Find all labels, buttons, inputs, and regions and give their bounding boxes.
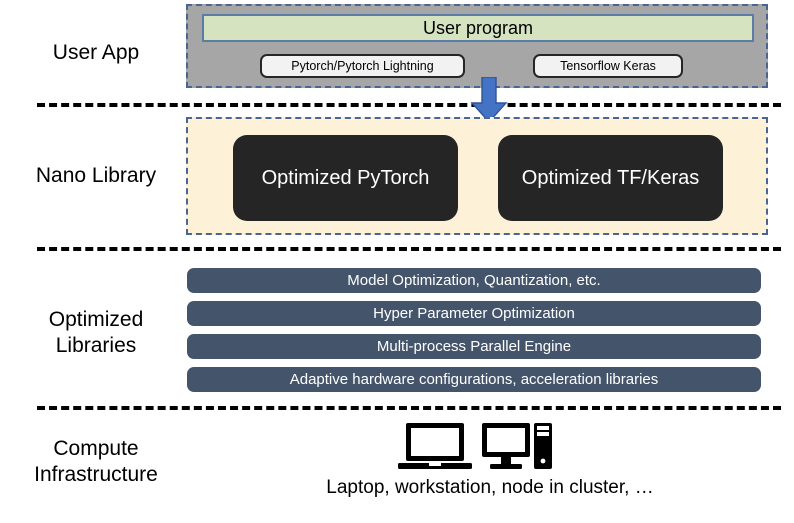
layer-separator-3 — [37, 406, 781, 410]
down-arrow-icon — [470, 77, 508, 123]
laptop-icon — [398, 423, 472, 469]
compute-hardware-icons — [398, 423, 552, 469]
optimized-libraries-stack: Model Optimization, Quantization, etc. H… — [187, 268, 761, 400]
framework-pill-pytorch: Pytorch/Pytorch Lightning — [260, 54, 465, 78]
user-program-box: User program — [202, 14, 754, 42]
nano-box-optimized-pytorch: Optimized PyTorch — [233, 135, 458, 221]
row-label-user-app: User App — [52, 41, 140, 64]
compute-infrastructure-caption: Laptop, workstation, node in cluster, … — [326, 477, 654, 498]
nano-box-optimized-tf-keras: Optimized TF/Keras — [498, 135, 723, 221]
optimized-bar: Hyper Parameter Optimization — [187, 301, 761, 326]
user-app-panel: User program Pytorch/Pytorch Lightning T… — [186, 4, 768, 88]
layer-separator-1 — [37, 103, 781, 107]
desktop-computer-icon — [482, 423, 552, 469]
row-label-optimized-libraries: Optimized Libraries — [48, 308, 144, 357]
optimized-bar: Multi-process Parallel Engine — [187, 334, 761, 359]
optimized-bar: Model Optimization, Quantization, etc. — [187, 268, 761, 293]
row-label-compute-infrastructure: Compute Infrastructure — [34, 437, 158, 486]
row-label-nano-library: Nano Library — [35, 164, 157, 187]
framework-pill-tensorflow: Tensorflow Keras — [533, 54, 683, 78]
layer-separator-2 — [37, 247, 781, 251]
nano-library-panel: Optimized PyTorch Optimized TF/Keras — [186, 117, 768, 235]
optimized-bar: Adaptive hardware configurations, accele… — [187, 367, 761, 392]
